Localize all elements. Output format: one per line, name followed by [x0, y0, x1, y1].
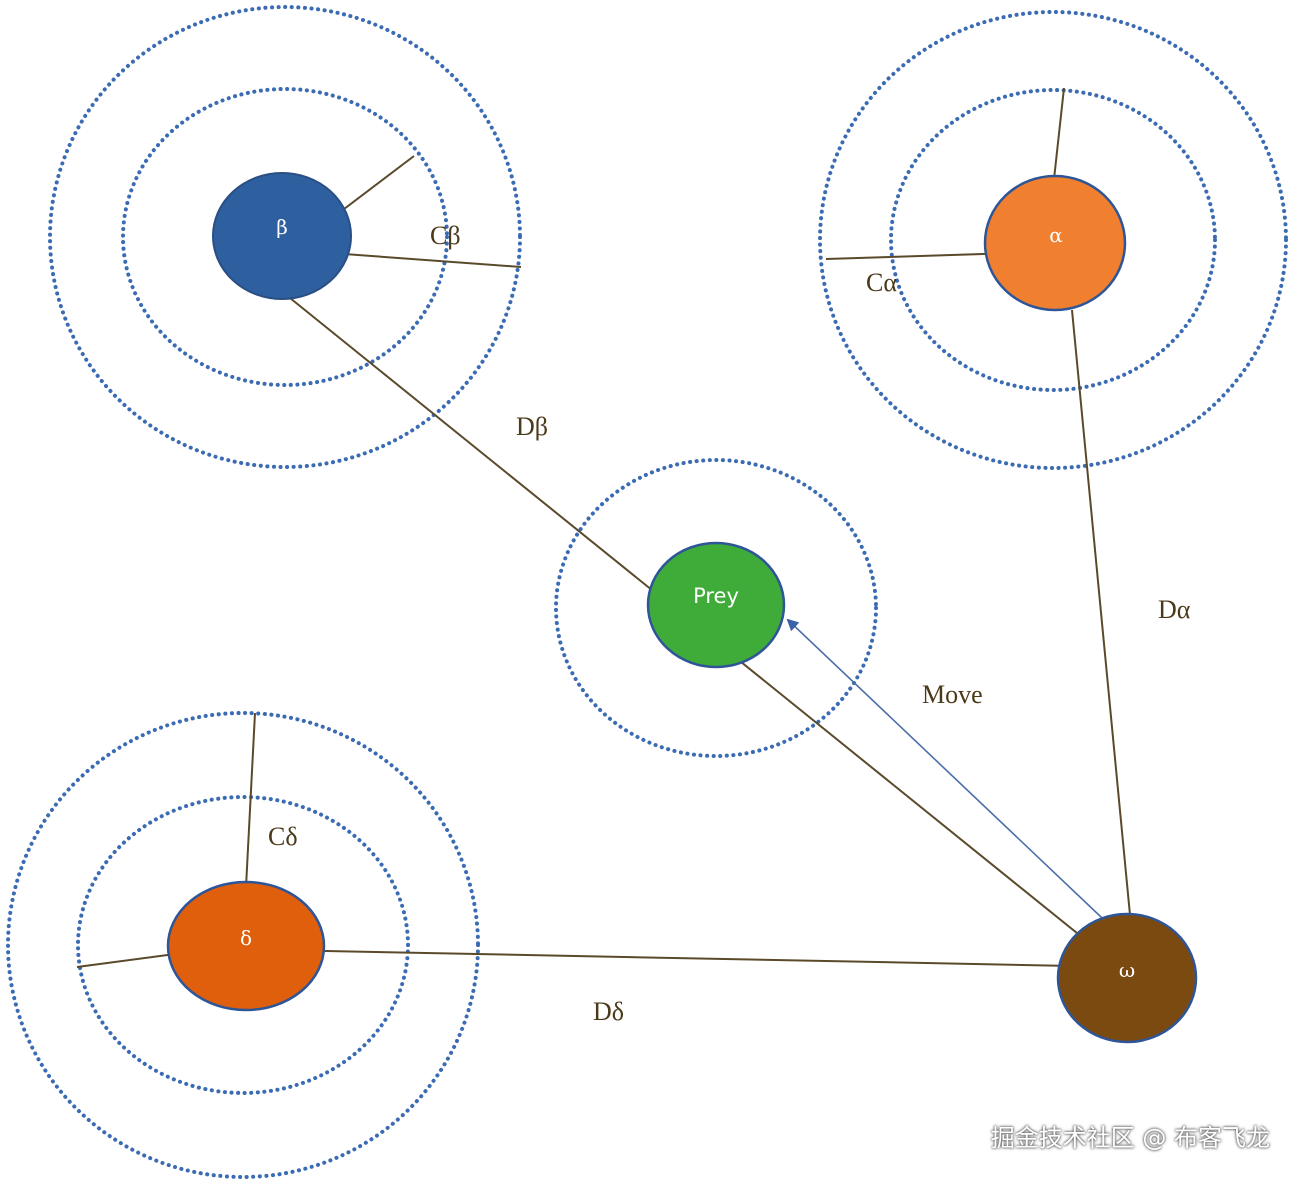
prey-label: Prey — [693, 584, 739, 608]
prey-ring — [554, 458, 878, 758]
alpha-rings — [818, 10, 1288, 470]
delta-rings — [6, 711, 480, 1179]
beta-label: β — [276, 215, 288, 239]
alpha-node: α — [983, 174, 1127, 312]
c-delta-label: Cδ — [268, 822, 298, 851]
omega-circle — [1056, 912, 1198, 1044]
c-alpha-label: Cα — [866, 268, 897, 297]
c-beta-label: Cβ — [430, 221, 461, 250]
beta-circle — [212, 172, 352, 300]
alpha-label: α — [1049, 223, 1063, 247]
beta-rings — [48, 5, 522, 469]
d-alpha-line — [1071, 309, 1131, 916]
delta-label: δ — [240, 926, 252, 950]
prey-node: Prey — [646, 541, 786, 669]
beta-node: β — [212, 172, 352, 300]
omega-node: ω — [1056, 912, 1198, 1044]
watermark: 掘金技术社区 @ 布客飞龙 — [990, 1124, 1270, 1152]
d-alpha-label: Dα — [1158, 595, 1191, 624]
move-label: Move — [922, 680, 983, 709]
delta-circle — [166, 880, 326, 1012]
alpha-circle — [983, 174, 1127, 312]
prey-circle — [646, 541, 786, 669]
d-delta-line — [275, 949, 1125, 968]
diagram-labels: Cβ Cα Cδ Dβ Dα Dδ Move — [268, 221, 1191, 1026]
d-delta-label: Dδ — [593, 997, 624, 1026]
d-beta-label: Dβ — [516, 412, 548, 441]
omega-label: ω — [1119, 958, 1135, 982]
move-arrow — [786, 618, 1121, 936]
delta-node: δ — [166, 880, 326, 1012]
